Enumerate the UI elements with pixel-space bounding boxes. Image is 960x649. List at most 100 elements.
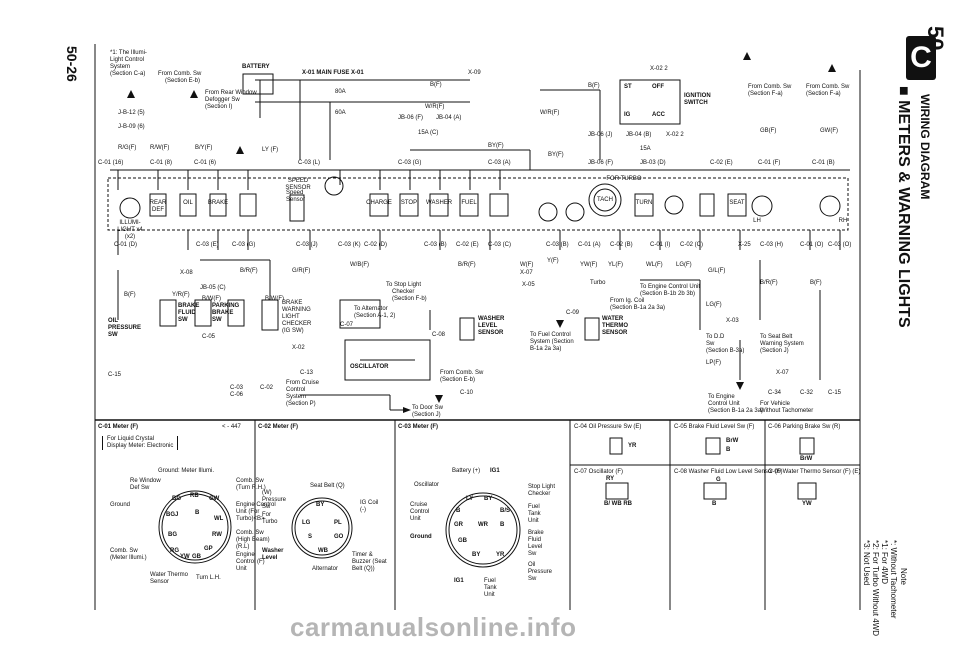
speed-sensor-label: Speed <box>286 190 304 196</box>
wire-label: W/B(F) <box>350 262 369 268</box>
c02-label: Alternator <box>312 566 339 572</box>
connector-label: C-02 (B) <box>610 242 633 248</box>
connector-label: C-13 <box>300 370 314 376</box>
wire-label: W/R(F) <box>540 110 560 116</box>
ign-pos: OFF <box>652 84 664 90</box>
brake-warning-checker: LIGHT <box>282 314 300 320</box>
c07-wire: RY <box>606 476 615 482</box>
c02-label: Washer Level <box>262 548 284 561</box>
wire-label: Y(F) <box>547 258 559 264</box>
c01-label: Engine Control (F) Unit <box>236 552 265 572</box>
from-comb-sw: From Comb. Sw <box>806 84 850 90</box>
c01-label: Ground: Meter Illumi. <box>158 468 215 474</box>
parking-brake-sw: SW <box>212 317 222 323</box>
fuel-control-ref: To Fuel Control <box>530 332 571 338</box>
connector-label: JB-05 (C) <box>200 285 226 291</box>
connector-label: X-07 <box>776 370 789 376</box>
wire-label: Y/R(F) <box>172 292 190 298</box>
c02-pin: LG <box>302 520 311 526</box>
connector-label: C-03 <box>230 385 244 391</box>
c02-pin: GO <box>334 534 344 540</box>
no-tach-ref: For Vehicle <box>760 401 791 407</box>
connector-label: C-03 (H) <box>760 242 784 248</box>
c03-label: IG1 <box>490 468 500 474</box>
c01-pin: B <box>195 510 200 516</box>
section-letter-badge: C <box>906 36 936 80</box>
note-item: *3: Not Used <box>862 540 871 586</box>
brake-fluid-sw: BRAKE <box>178 303 200 309</box>
intro-line: *1: The Illumi- <box>110 50 147 56</box>
main-fuse-label: X-01 MAIN FUSE X-01 <box>302 70 364 76</box>
c06-wire: BrW <box>800 456 813 462</box>
engine-control-ref: (Section B-1b 2b 3b) <box>640 291 696 297</box>
c02-label: For Turbo <box>262 512 278 525</box>
seat-belt-ref: Warning System <box>760 341 804 347</box>
c01-pin: GW <box>209 496 220 502</box>
c03-title: C-03 Meter (F) <box>398 424 439 430</box>
from-rear-window: Defogger Sw <box>205 97 240 103</box>
c02-title: C-02 Meter (F) <box>258 424 299 430</box>
c01-header-right: < - 447 <box>222 424 241 430</box>
fuel-control-ref: System (Section <box>530 339 574 345</box>
from-comb-sw: (Section F-a) <box>806 91 841 97</box>
c08-wire: B <box>712 501 717 507</box>
wire-label: B/W(F) <box>265 296 284 302</box>
connector-label: C-01 (6) <box>194 160 217 166</box>
battery-label: BATTERY <box>242 64 270 70</box>
connector-label: X-03 <box>726 318 739 324</box>
wire-label: BY(F) <box>488 143 504 149</box>
fuse-15a: 15A <box>640 146 651 152</box>
wire-label: GW(F) <box>820 128 838 134</box>
c02-label: (W) Pressure Sw <box>262 490 287 510</box>
c03-pin: GB <box>458 538 467 544</box>
dd-sw-ref: Sw <box>706 341 715 347</box>
connector-label: C-03 (L) <box>298 160 321 166</box>
connector-label: C-09 <box>566 310 580 316</box>
lamp-label: SPEED SENSOR <box>285 178 311 191</box>
connector-label: C-01 (A) <box>578 242 601 248</box>
stop-light-ref: (Section F-b) <box>392 296 427 302</box>
ig-coil-ref: (Section B-1a 2a 3a) <box>610 305 666 311</box>
wire-label: B/R(F) <box>760 280 778 286</box>
wire-label: B/Y(F) <box>195 145 213 151</box>
lamp-label: LH <box>753 218 761 224</box>
c01-note: For Liquid Crystal Display Meter: Electr… <box>102 436 179 450</box>
lamp-label: OIL <box>183 200 193 206</box>
alternator-ref: To Alternator <box>354 306 388 312</box>
connector-label: C-07 <box>340 322 354 328</box>
c03-pin: GR <box>454 522 463 528</box>
lamp-label: ILLUMI-LIGHT x4 (x2) <box>117 220 143 240</box>
wire-label: YW(F) <box>580 262 598 268</box>
connector-label: C-02 (C) <box>680 242 704 248</box>
note-item: *: Without Tachometer <box>889 540 898 619</box>
c04-title: C-04 Oil Pressure Sw (E) <box>574 424 642 430</box>
c06-title: C-06 Parking Brake Sw (R) <box>768 424 841 430</box>
c05-wire: BrW <box>726 438 739 444</box>
brake-fluid-sw: SW <box>178 317 188 323</box>
c03-pin: BY <box>472 552 481 558</box>
connector-label: C-01 (O) <box>800 242 824 248</box>
washer-level-sensor: LEVEL <box>478 323 498 329</box>
water-thermo-sensor: THERMO <box>602 323 628 329</box>
c01-label: Re Window Def Sw <box>130 478 161 491</box>
connector-label: X-07 <box>520 270 533 276</box>
c01-pin: WL <box>214 516 224 522</box>
connector-label: C-05 <box>202 334 216 340</box>
fuel-control-ref: B-1a 2a 3a) <box>530 346 562 352</box>
wire-label: WL(F) <box>646 262 663 268</box>
engine-control-ref: To Engine Control Unit <box>640 284 701 290</box>
from-comb-ref: (Section E-b) <box>440 377 476 383</box>
intro-line: From Comb. Sw <box>158 71 202 77</box>
brake-warning-checker: (IG SW) <box>282 328 304 334</box>
oil-pressure-sw: PRESSURE <box>108 325 142 331</box>
connector-label: C-02 (E) <box>710 160 733 166</box>
connector-label: C-03 (J) <box>296 242 318 248</box>
connector-label: X-02 2 <box>666 132 684 138</box>
connector-label: C-08 <box>432 332 446 338</box>
wire-label: B/R(F) <box>458 262 476 268</box>
cruise-ref: Control <box>286 387 306 393</box>
c01-label: Turn L.H. <box>196 575 221 581</box>
c01-pin: GB <box>192 554 201 560</box>
connector-label: C-03 (A) <box>488 160 511 166</box>
connector-label: C-01 (F) <box>758 160 781 166</box>
